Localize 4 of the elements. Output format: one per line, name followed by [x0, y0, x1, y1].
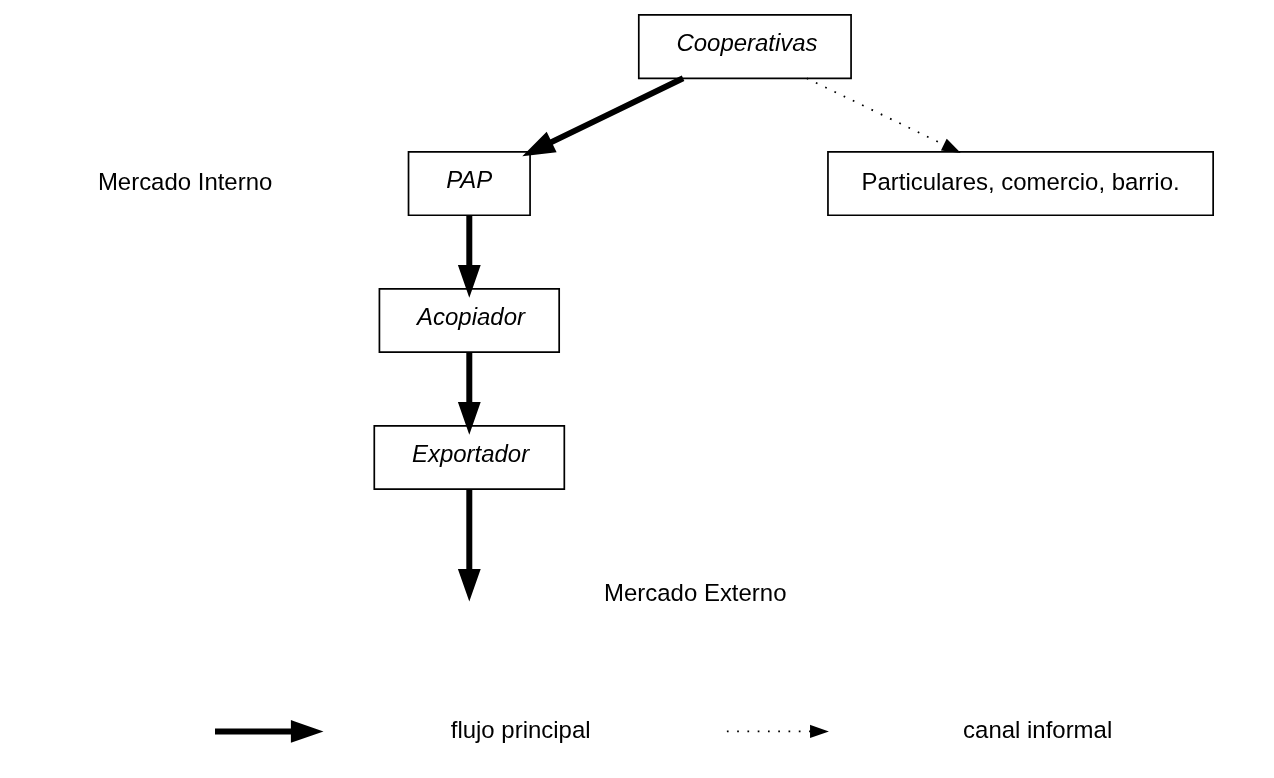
legend-label: canal informal [962, 715, 1112, 743]
legend-label: flujo principal [450, 715, 591, 743]
label: Mercado Interno [97, 167, 272, 195]
label: Mercado Externo [603, 578, 786, 606]
